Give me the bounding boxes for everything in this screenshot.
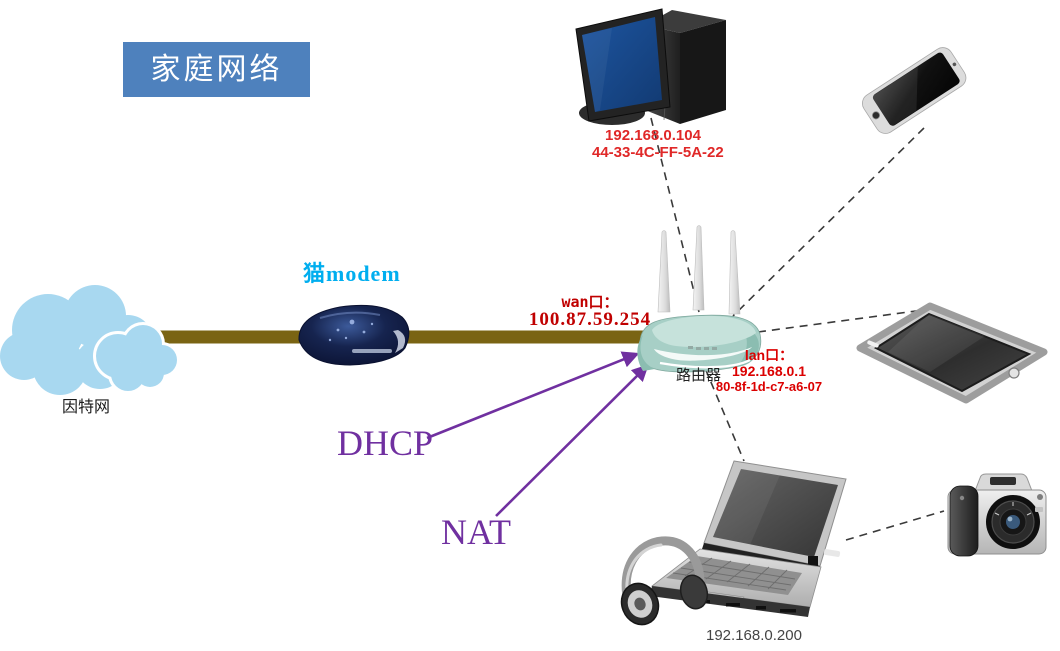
nat-annotation: NAT (441, 512, 511, 552)
lan-port-title: lan口： (744, 347, 794, 363)
internet-label: 因特网 (62, 399, 111, 416)
wan-ip: 100.87.59.254 (528, 309, 652, 330)
nat-arrow (495, 364, 649, 517)
wireless-router-icon (637, 225, 762, 373)
wireless-link-camera (845, 510, 945, 541)
wireless-link-tablet (757, 308, 932, 333)
dhcp-annotation: DHCP (337, 423, 434, 463)
wireless-link-phone (732, 127, 925, 317)
cloud-icon (0, 282, 180, 398)
smartphone-icon (862, 47, 967, 134)
desktop-ip: 192.168.0.104 (605, 127, 701, 144)
router-label: 路由器 (676, 367, 722, 384)
dhcp-arrow (426, 351, 640, 440)
wan-port-info: wan口： 100.87.59.254 (515, 293, 665, 330)
laptop-ip: 192.168.0.200 (706, 627, 802, 644)
lan-ip: 192.168.0.1 (732, 362, 806, 379)
tablet-icon (856, 302, 1048, 404)
diagram-title: 家庭网络 (123, 42, 310, 97)
dslr-camera-icon (947, 473, 1047, 557)
lan-port-info: lan口： 192.168.0.1 80-8f-1d-c7-a6-07 (706, 347, 832, 395)
modem-label: 猫modem (303, 261, 401, 286)
headphones-icon (620, 536, 709, 626)
desktop-mac: 44-33-4C-FF-5A-22 (592, 144, 724, 161)
wireless-link-laptop (699, 355, 745, 462)
wan-port-title: wan口： (561, 293, 619, 311)
desktop-computer-icon (575, 8, 726, 125)
modem-icon (298, 304, 410, 366)
lan-mac: 80-8f-1d-c7-a6-07 (715, 379, 823, 394)
desktop-info: 192.168.0.104 44-33-4C-FF-5A-22 (592, 127, 724, 161)
wireless-link-desktop (650, 117, 700, 313)
